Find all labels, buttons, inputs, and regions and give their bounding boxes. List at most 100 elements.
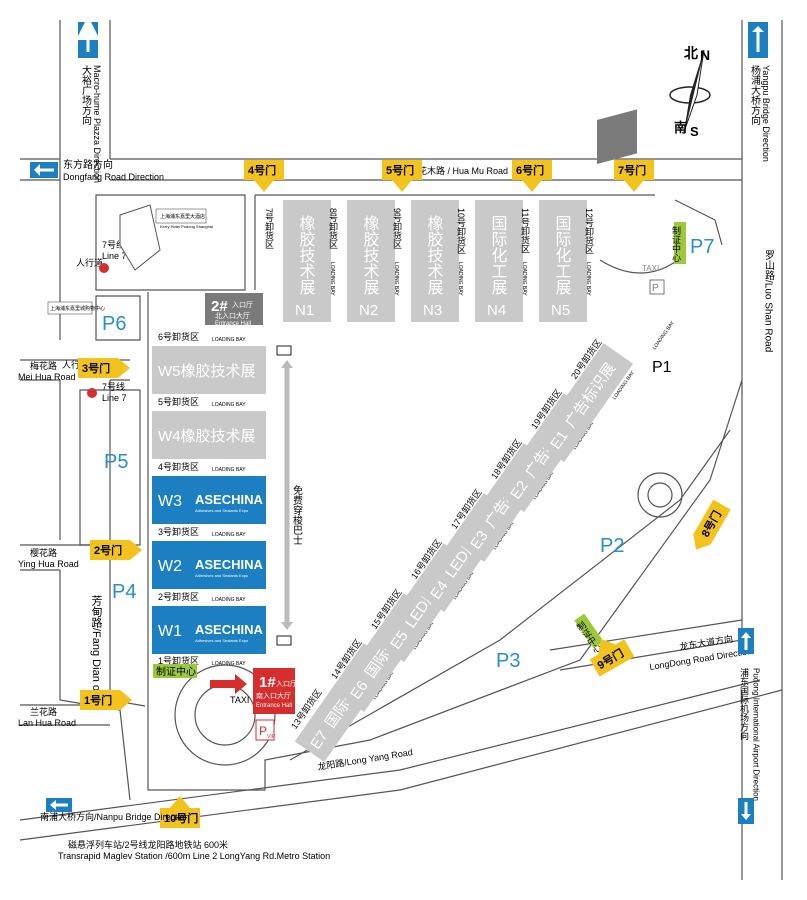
taxi-north-label: TAXI bbox=[642, 264, 659, 273]
entrance-2[interactable]: 2# 入口厅 北入口大厅 Entrance Hall bbox=[205, 293, 263, 327]
ase-sub-3: Adhesives and Sealants Expo bbox=[195, 573, 249, 578]
gate-8-box bbox=[693, 499, 731, 545]
road-meihua-cn: 梅花路 bbox=[30, 360, 57, 371]
gate-3-box bbox=[78, 358, 118, 378]
gate-4[interactable]: 4号门 bbox=[244, 160, 284, 192]
entrance-2-en: Entrance Hall bbox=[215, 321, 251, 327]
hall-n5[interactable] bbox=[539, 200, 587, 322]
metro-icon-top bbox=[99, 263, 109, 273]
metro-cn: 磁悬浮列车站/2号线龙阳路地铁站 600米 bbox=[68, 839, 228, 850]
parking-p4: P4 bbox=[112, 581, 136, 603]
north-bay-en-2: LOADING BAY bbox=[393, 262, 399, 296]
gate-arrow-icon bbox=[392, 180, 412, 192]
north-bay-1: 7号卸货区 bbox=[264, 208, 274, 249]
taxi-south-label: TAXI bbox=[230, 695, 249, 705]
macro-plaza-en: Macro-hume Plazza Direction bbox=[92, 65, 102, 183]
ase-brand-3: ASECHINA bbox=[195, 557, 264, 572]
north-halls: 7号卸货区橡胶技术展N1LOADING BAY8号卸货区橡胶技术展N2LOADI… bbox=[264, 200, 594, 322]
metro-icon-mid bbox=[87, 388, 97, 398]
entrance-3[interactable]: 3# 入口厅 东入口大厅 Entrance Hall bbox=[597, 109, 638, 311]
pudong-airport-direction: 浦东国际机场方向 Pudong International Airport Di… bbox=[738, 628, 761, 824]
gate-5[interactable]: 5号门 bbox=[382, 160, 422, 192]
gate-7[interactable]: 7号门 bbox=[614, 160, 654, 192]
dongfang-direction: 东方路方向 Dongfang Road Direction bbox=[30, 158, 164, 182]
west-bay-3: 3号卸货区 bbox=[158, 526, 199, 537]
hall-w2[interactable] bbox=[152, 541, 266, 589]
hall-n3-title: 橡胶技术展 bbox=[425, 215, 444, 295]
gate-10-label: 10号门 bbox=[164, 811, 198, 825]
gate-2[interactable]: 2号门 bbox=[90, 540, 142, 560]
entrance-1[interactable]: 1# 入口厅 南入口大厅 Entrance Hall bbox=[253, 668, 297, 714]
road-longdong-en: LongDong Road Direction bbox=[649, 646, 753, 672]
gate-1[interactable]: 1号门 bbox=[80, 690, 132, 710]
north-bay-en-4: LOADING BAY bbox=[521, 262, 527, 296]
cert-center-east bbox=[574, 613, 604, 649]
west-bay-en-4: LOADING BAY bbox=[212, 467, 246, 473]
road-yinghua-en: Ying Hua Road bbox=[18, 559, 79, 569]
macro-plaza-direction: 大裕广场方向 Macro-hume Plazza Direction bbox=[76, 16, 102, 183]
entrance-3-en: Entrance Hall bbox=[600, 305, 630, 311]
road-lanhua-cn: 兰花路 bbox=[30, 706, 57, 717]
gate-3-label: 3号门 bbox=[82, 361, 110, 375]
west-bay-en-2: LOADING BAY bbox=[212, 597, 246, 603]
hall-w4[interactable] bbox=[152, 411, 266, 459]
parking-vip-north bbox=[649, 279, 665, 295]
north-bay-5: 11号卸货区 bbox=[520, 208, 530, 253]
entrance-3-num: 3# bbox=[602, 278, 618, 294]
gate-arrow-icon bbox=[170, 796, 190, 808]
line7-en-top: Line 7 bbox=[102, 251, 127, 261]
gate-1-label: 1号门 bbox=[84, 693, 112, 707]
hall-w3[interactable] bbox=[152, 476, 266, 524]
west-bay-1: 1号卸货区 bbox=[158, 655, 199, 666]
north-bay-6: 12号卸货区 bbox=[584, 208, 594, 254]
ase-sub-4: Adhesives and Sealants Expo bbox=[195, 508, 249, 513]
hall-n2[interactable] bbox=[347, 200, 395, 322]
vip-label: VIP bbox=[267, 734, 276, 740]
hall-n3[interactable] bbox=[411, 200, 459, 322]
west-bay-en-3: LOADING BAY bbox=[212, 532, 246, 538]
hall-w5[interactable] bbox=[152, 346, 266, 394]
hall-n2-id: N2 bbox=[359, 302, 378, 319]
gate-5-box bbox=[382, 160, 422, 180]
bus-icon-top bbox=[276, 345, 292, 356]
north-bay-en-3: LOADING BAY bbox=[457, 262, 463, 296]
hall-w2-name: W2 bbox=[158, 558, 182, 575]
cert-center-west bbox=[153, 664, 197, 678]
macro-plaza-cn: 大裕广场方向 bbox=[80, 64, 92, 125]
compass-south-en: S bbox=[690, 124, 699, 139]
hall-w1[interactable] bbox=[152, 606, 266, 654]
parking-p1: P1 bbox=[652, 359, 672, 376]
entrance-1-cn2: 南入口大厅 bbox=[256, 691, 291, 700]
gate-8[interactable]: 8号门 bbox=[687, 499, 731, 555]
hall-n4[interactable] bbox=[475, 200, 523, 322]
hall-e1[interactable] bbox=[534, 343, 634, 463]
hall-w1-name: W1 bbox=[158, 623, 182, 640]
mall-sign bbox=[47, 301, 93, 315]
gate-arrow-icon bbox=[522, 180, 542, 192]
parking-p6: P6 bbox=[102, 313, 126, 335]
entrance-1-en: Entrance Hall bbox=[256, 703, 292, 709]
entrance-arrow bbox=[210, 674, 247, 694]
gate-6[interactable]: 6号门 bbox=[512, 160, 552, 192]
line7-en-mid: Line 7 bbox=[102, 393, 127, 403]
hall-w5-name: W5橡胶技术展 bbox=[158, 363, 256, 380]
hall-n1[interactable] bbox=[283, 200, 331, 322]
pudong-airport-cn: 浦东国际机场方向 bbox=[739, 667, 749, 740]
entrance-2-num: 2# bbox=[211, 298, 228, 315]
gate-3[interactable]: 3号门 bbox=[78, 358, 130, 378]
gate-2-box bbox=[90, 540, 130, 560]
west-bay-en-6: LOADING BAY bbox=[212, 337, 246, 343]
compass-north-cn: 北 bbox=[684, 45, 698, 61]
nanpu-label: 南浦大桥方向/Nanpu Bridge Direction bbox=[40, 811, 190, 822]
hall-n1-title: 橡胶技术展 bbox=[297, 215, 316, 295]
gate-10[interactable]: 10号门 bbox=[160, 796, 200, 828]
svg-text:P: P bbox=[652, 283, 659, 294]
line7-cn-top: 7号线 bbox=[102, 239, 125, 250]
road-huamu: 花木路 / Hua Mu Road bbox=[418, 165, 508, 176]
compass: 北 N 南 S bbox=[669, 45, 711, 139]
cert-center-west-label: 制证中心 bbox=[156, 665, 196, 678]
gate-1-box bbox=[80, 690, 120, 710]
gate-5-label: 5号门 bbox=[386, 163, 414, 177]
